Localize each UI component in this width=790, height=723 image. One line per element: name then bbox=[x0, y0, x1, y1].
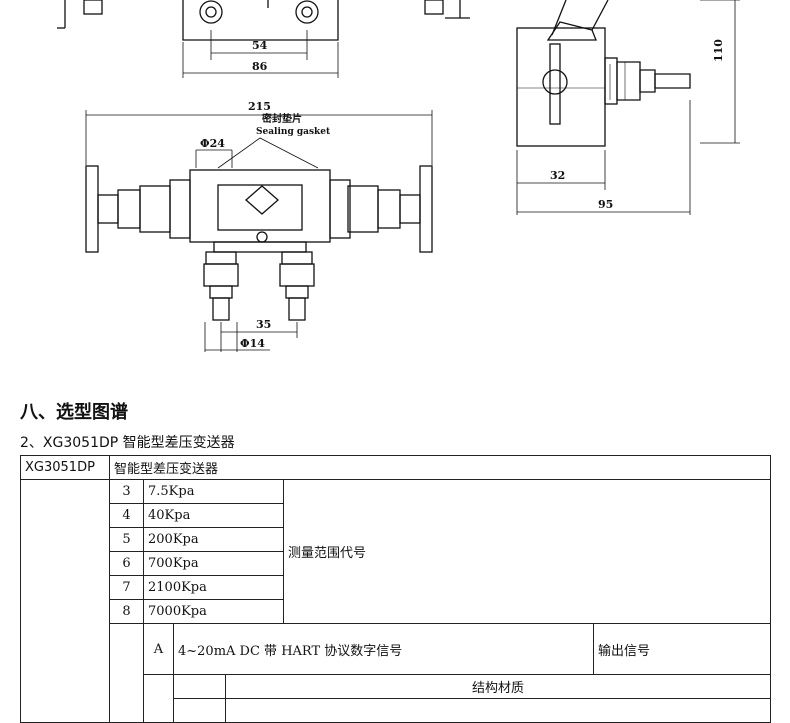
table-header-row: XG3051DP 智能型差压变送器 bbox=[20, 455, 772, 480]
model-cell: XG3051DP bbox=[20, 455, 110, 480]
dim-86: 86 bbox=[252, 60, 268, 73]
dim-54: 54 bbox=[252, 39, 268, 52]
technical-drawing: 54 86 110 32 95 215 密封垫片 Sealing gask bbox=[57, 0, 740, 352]
dim-215: 215 bbox=[248, 100, 271, 113]
range-value: 2100Kpa bbox=[143, 575, 284, 600]
dim-32: 32 bbox=[550, 169, 565, 182]
output-spacer-cell bbox=[143, 674, 174, 723]
table-row: 4 40Kpa bbox=[21, 503, 771, 528]
model-spacer-cell bbox=[20, 479, 110, 723]
model-name-cell: 智能型差压变送器 bbox=[108, 455, 772, 480]
gasket-label-en: Sealing gasket bbox=[256, 127, 331, 137]
range-value: 7000Kpa bbox=[143, 599, 284, 624]
gasket-label-cn: 密封垫片 bbox=[262, 112, 302, 125]
range-spacer-cell bbox=[109, 623, 144, 723]
range-code: 7 bbox=[109, 575, 144, 600]
output-code: A bbox=[143, 623, 174, 675]
dim-phi24: Φ24 bbox=[200, 137, 225, 150]
table-row: A 4~20mA DC 带 HART 协议数字信号 输出信号 bbox=[21, 623, 772, 723]
table-row: 7 2100Kpa bbox=[21, 575, 771, 600]
range-code: 3 bbox=[109, 479, 144, 504]
range-value: 700Kpa bbox=[143, 551, 284, 576]
range-code: 4 bbox=[109, 503, 144, 528]
dim-110: 110 bbox=[712, 39, 725, 62]
range-code: 8 bbox=[109, 599, 144, 624]
selection-table: XG3051DP 智能型差压变送器 3 7.5Kpa 测量范围代号 4 40Kp… bbox=[20, 455, 772, 723]
range-label: 测量范围代号 bbox=[282, 479, 772, 624]
section-title: 八、选型图谱 bbox=[20, 402, 128, 423]
empty-cell bbox=[173, 698, 226, 723]
range-code: 6 bbox=[109, 551, 144, 576]
output-label: 输出信号 bbox=[592, 623, 772, 675]
top-view: 54 86 bbox=[57, 0, 470, 78]
side-view: 110 32 95 bbox=[516, 0, 740, 215]
table-row: 3 7.5Kpa 测量范围代号 bbox=[20, 479, 772, 723]
dim-95: 95 bbox=[598, 198, 613, 211]
table-row: 8 7000Kpa bbox=[21, 599, 771, 624]
empty-cell bbox=[224, 698, 772, 723]
range-value: 40Kpa bbox=[143, 503, 284, 528]
range-value: 200Kpa bbox=[143, 527, 284, 552]
table-row: 5 200Kpa bbox=[21, 527, 771, 552]
output-value: 4~20mA DC 带 HART 协议数字信号 bbox=[173, 623, 594, 675]
range-value: 7.5Kpa bbox=[143, 479, 284, 504]
range-code: 5 bbox=[109, 527, 144, 552]
dim-phi14: Φ14 bbox=[240, 337, 265, 350]
front-view: 215 密封垫片 Sealing gasket Φ24 bbox=[85, 100, 433, 352]
table-subtitle: 2、XG3051DP 智能型差压变送器 bbox=[20, 435, 235, 451]
dim-35: 35 bbox=[256, 318, 271, 331]
